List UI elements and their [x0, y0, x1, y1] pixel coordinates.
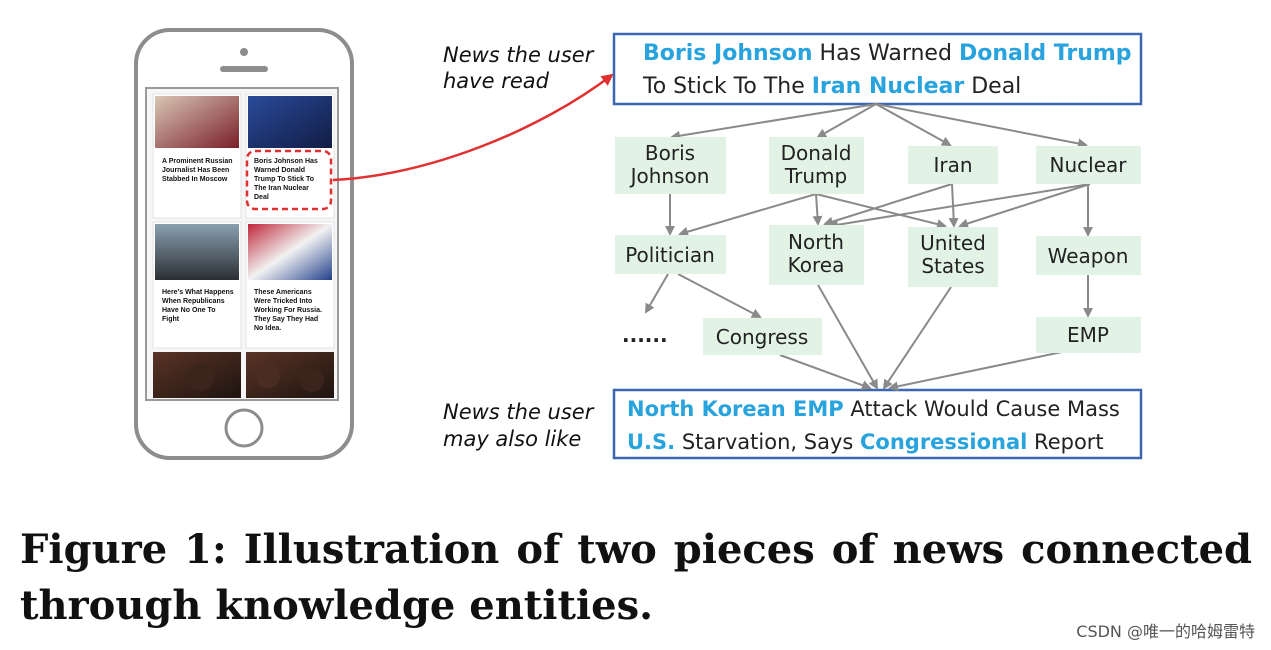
node-united-states	[908, 227, 998, 287]
edge	[644, 273, 669, 314]
node-label: Iran	[933, 153, 972, 177]
figure-caption: Figure 1: Illustration of two pieces of …	[20, 526, 1252, 629]
node-weapon	[1036, 236, 1141, 275]
edge	[958, 183, 1091, 229]
entity-mention: Boris Johnson	[643, 41, 813, 66]
phone-speaker	[220, 66, 268, 72]
graph-edges	[644, 103, 1093, 392]
node-politician	[615, 235, 726, 274]
news-text: To Stick To The	[642, 74, 812, 99]
news-card-line: Journalist Has Been	[162, 167, 229, 174]
top-news-line1: Boris Johnson Has Warned Donald Trump	[643, 41, 1132, 66]
news-card-image	[248, 224, 332, 280]
node-label: Weapon	[1048, 244, 1129, 268]
bottom-news-box	[612, 388, 1143, 460]
edge	[948, 183, 959, 228]
phone-camera	[240, 48, 248, 56]
node-boris-johnson	[615, 137, 726, 194]
edge	[888, 351, 1063, 392]
entity-mention: North Korean EMP	[627, 397, 844, 421]
news-card-line: Here's What Happens	[162, 289, 234, 296]
watermark: CSDN @唯一的哈姆雷特	[1076, 622, 1255, 641]
news-card-line: Fight	[162, 316, 180, 323]
entity-mention: Iran Nuclear	[812, 74, 965, 99]
node-label: EMP	[1067, 323, 1109, 347]
news-text: Report	[1027, 430, 1103, 454]
edge	[882, 286, 952, 390]
label-news-read: News the user have read	[443, 43, 600, 93]
news-card-line: Boris Johnson Has	[254, 158, 318, 165]
edge	[875, 103, 952, 146]
node-label: Nuclear	[1050, 153, 1128, 177]
news-text: Attack Would Cause Mass	[844, 397, 1120, 421]
news-card-line: No Idea.	[254, 325, 281, 332]
bottom-news-line1: North Korean EMP Attack Would Cause Mass	[627, 397, 1120, 421]
news-card-line: They Say They Had	[254, 316, 318, 323]
news-card-line: Trump To Stick To	[254, 176, 314, 183]
news-card-line: These Americans	[254, 289, 312, 296]
edge	[817, 284, 878, 390]
node-iran	[908, 146, 998, 184]
node-label: Politician	[625, 243, 715, 267]
news-card-line: A Prominent Russian	[162, 158, 233, 165]
entity-mention: U.S.	[627, 430, 675, 454]
phone-home-button	[224, 408, 264, 448]
edge	[875, 103, 1088, 149]
news-card-line: The Iran Nuclear	[254, 185, 309, 192]
edge	[828, 183, 1091, 230]
news-card-line: Have No One To	[162, 307, 216, 314]
node-congress	[703, 318, 822, 355]
news-card-image	[248, 96, 332, 148]
node-north-korea	[769, 225, 864, 285]
news-card-image	[186, 363, 214, 391]
edge	[816, 103, 877, 138]
news-card-line: When Republicans	[162, 298, 225, 305]
entity-mention: Donald Trump	[959, 41, 1132, 66]
edge	[670, 103, 877, 141]
entity-mention: Congressional	[860, 430, 1027, 454]
news-card-image	[155, 96, 239, 148]
news-text: Starvation, Says	[675, 430, 860, 454]
node-emp	[1036, 317, 1141, 353]
news-card-line: Warned Donald	[254, 167, 305, 174]
news-text: Has Warned	[813, 41, 959, 66]
top-news-line2: To Stick To The Iran Nuclear Deal	[642, 74, 1021, 99]
edge	[823, 183, 953, 227]
news-text: Deal	[964, 74, 1021, 99]
news-card-line: Were Tricked Into	[254, 298, 312, 305]
news-card-line: Deal	[254, 194, 269, 201]
edge	[678, 193, 817, 237]
news-card-line: Stabbed In Moscow	[162, 176, 228, 183]
node-label: Congress	[716, 325, 809, 349]
news-card-image	[155, 224, 239, 280]
news-card-line: Working For Russia.	[254, 307, 322, 314]
edge	[677, 273, 762, 318]
edge	[815, 193, 947, 229]
bottom-news-line2: U.S. Starvation, Says Congressional Repo…	[627, 430, 1104, 454]
node-donald-trump	[769, 137, 864, 194]
label-news-like: News the user may also like	[443, 400, 600, 451]
news-card-image	[300, 368, 324, 392]
node-nuclear	[1036, 146, 1141, 184]
edge	[779, 354, 872, 390]
news-card-image	[256, 364, 280, 388]
node-ellipsis: ......	[622, 323, 668, 347]
selected-news-highlight	[245, 149, 333, 211]
read-news-arrow	[332, 73, 614, 182]
top-news-box	[612, 32, 1143, 106]
edge	[812, 193, 823, 226]
